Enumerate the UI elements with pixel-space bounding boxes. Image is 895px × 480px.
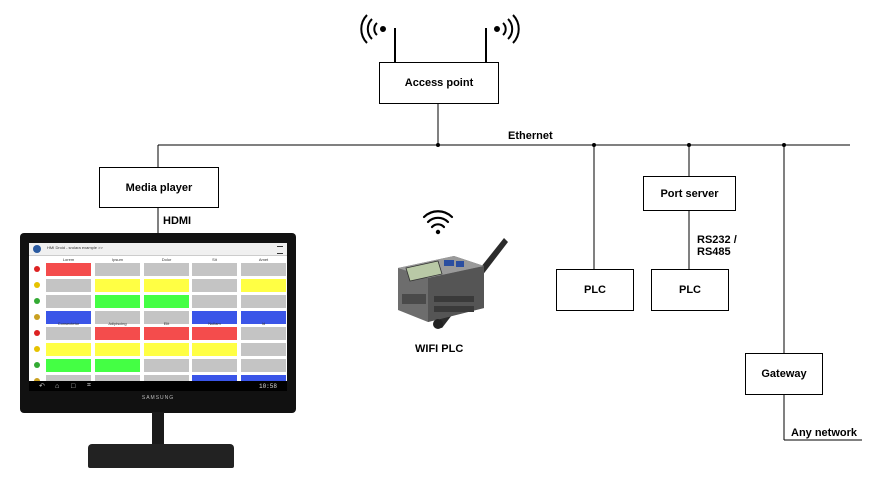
hmi-status-cell[interactable] bbox=[95, 279, 140, 292]
lock-icon bbox=[34, 314, 40, 320]
gateway-label: Gateway bbox=[761, 368, 807, 380]
hmi-status-cell[interactable] bbox=[192, 295, 237, 308]
hmi-status-cell[interactable] bbox=[95, 327, 140, 340]
hmi-status-cell[interactable] bbox=[241, 263, 286, 276]
hmi-status-cell[interactable] bbox=[192, 263, 237, 276]
access-point-box: Access point bbox=[379, 62, 499, 104]
hmi-status-cell[interactable] bbox=[192, 327, 237, 340]
hmi-column-header: Id bbox=[261, 321, 266, 326]
hmi-column-header: Lorem bbox=[62, 257, 75, 262]
junction-dot bbox=[687, 143, 691, 147]
ethernet-label: Ethernet bbox=[508, 130, 553, 142]
junction-dot bbox=[782, 143, 786, 147]
warning-icon bbox=[34, 346, 40, 352]
access-point-label: Access point bbox=[404, 77, 474, 89]
plc-box-1: PLC bbox=[556, 269, 634, 311]
warning-icon bbox=[34, 282, 40, 288]
hmi-title-bar: HMI Droid - srolara example >> bbox=[29, 243, 287, 256]
hmi-status-cell[interactable] bbox=[46, 343, 91, 356]
hmi-status-cell[interactable] bbox=[144, 359, 189, 372]
hmi-status-cell[interactable] bbox=[46, 311, 91, 324]
plc-box-2: PLC bbox=[651, 269, 729, 311]
clock: 10:58 bbox=[258, 383, 277, 390]
hmi-status-cell[interactable] bbox=[95, 263, 140, 276]
recent-apps-icon[interactable]: □ bbox=[71, 383, 76, 390]
hmi-column-header: Elit bbox=[163, 321, 170, 326]
monitor: HMI Droid - srolara example >> Lorem Ipsu… bbox=[20, 233, 296, 413]
wifi-signal-left-icon bbox=[360, 14, 386, 44]
screenshot-icon[interactable]: ⌗ bbox=[87, 382, 91, 389]
port-server-box: Port server bbox=[643, 176, 736, 211]
android-nav-bar: ↶ ⌂ □ ⌗ 10:58 bbox=[29, 381, 287, 391]
stop-icon bbox=[34, 330, 40, 336]
recycle-icon bbox=[34, 362, 40, 368]
hmi-status-cell[interactable] bbox=[144, 343, 189, 356]
hmi-status-cell[interactable] bbox=[144, 311, 189, 324]
hmi-column-header: Adipiscing bbox=[108, 321, 127, 326]
media-player-label: Media player bbox=[125, 181, 193, 194]
home-icon[interactable]: ⌂ bbox=[55, 383, 60, 390]
hmi-status-cell[interactable] bbox=[95, 295, 140, 308]
wifi-signal-plc-icon bbox=[422, 210, 454, 235]
hmi-status-cell[interactable] bbox=[192, 359, 237, 372]
hmi-status-cell[interactable] bbox=[46, 279, 91, 292]
rs232-label: RS232 / bbox=[697, 234, 737, 246]
wifi-plc-label: WIFI PLC bbox=[415, 343, 464, 355]
hmi-status-cell[interactable] bbox=[241, 359, 286, 372]
hmi-column-header: Nullam bbox=[208, 321, 221, 326]
hmi-status-cell[interactable] bbox=[241, 343, 286, 356]
hmi-status-cell[interactable] bbox=[241, 327, 286, 340]
hmi-column-header: Sit bbox=[212, 257, 217, 262]
hmi-status-cell[interactable] bbox=[144, 295, 189, 308]
hmi-column-header: Ipsum bbox=[112, 257, 123, 262]
hmi-status-cell[interactable] bbox=[144, 327, 189, 340]
wifi-signal-right-icon bbox=[494, 14, 520, 44]
hdmi-label: HDMI bbox=[163, 215, 192, 227]
hmi-status-cell[interactable] bbox=[144, 263, 189, 276]
recycle-icon bbox=[34, 298, 40, 304]
hmi-status-cell[interactable] bbox=[192, 311, 237, 324]
junction-dot bbox=[436, 143, 440, 147]
hmi-status-cell[interactable] bbox=[144, 279, 189, 292]
back-icon[interactable]: ↶ bbox=[39, 383, 45, 390]
hmi-column-header: Consectetur bbox=[57, 321, 80, 326]
hmi-status-cell[interactable] bbox=[95, 311, 140, 324]
any-network-label: Any network bbox=[791, 427, 858, 439]
hmi-status-cell[interactable] bbox=[46, 295, 91, 308]
hmi-status-cell[interactable] bbox=[241, 279, 286, 292]
media-player-box: Media player bbox=[99, 167, 219, 208]
hmi-screen: HMI Droid - srolara example >> Lorem Ipsu… bbox=[29, 243, 287, 391]
wifi-plc-device bbox=[398, 238, 508, 329]
junction-dot bbox=[592, 143, 596, 147]
gateway-box: Gateway bbox=[745, 353, 823, 395]
hmi-column-header: Dolor bbox=[161, 257, 172, 262]
monitor-stand bbox=[88, 444, 234, 468]
stop-icon bbox=[34, 266, 40, 272]
hmi-status-cell[interactable] bbox=[95, 359, 140, 372]
hmi-status-cell[interactable] bbox=[192, 343, 237, 356]
hmi-column-header: Amet bbox=[258, 257, 269, 262]
monitor-neck bbox=[152, 412, 164, 446]
hmi-title: HMI Droid - srolara example >> bbox=[47, 245, 103, 250]
monitor-brand: SAMSUNG bbox=[141, 395, 175, 401]
hmi-status-cell[interactable] bbox=[46, 359, 91, 372]
plc-label-1: PLC bbox=[584, 284, 606, 296]
hmi-status-cell[interactable] bbox=[241, 295, 286, 308]
hmi-status-cell[interactable] bbox=[46, 327, 91, 340]
port-server-label: Port server bbox=[660, 187, 719, 200]
hmi-status-cell[interactable] bbox=[46, 263, 91, 276]
menu-icon[interactable] bbox=[277, 246, 283, 254]
hmi-status-cell[interactable] bbox=[241, 311, 286, 324]
plc-label-2: PLC bbox=[679, 284, 701, 296]
hmi-status-cell[interactable] bbox=[192, 279, 237, 292]
hmi-logo-icon bbox=[33, 245, 41, 253]
hmi-status-cell[interactable] bbox=[95, 343, 140, 356]
rs485-label: RS485 bbox=[697, 246, 731, 258]
